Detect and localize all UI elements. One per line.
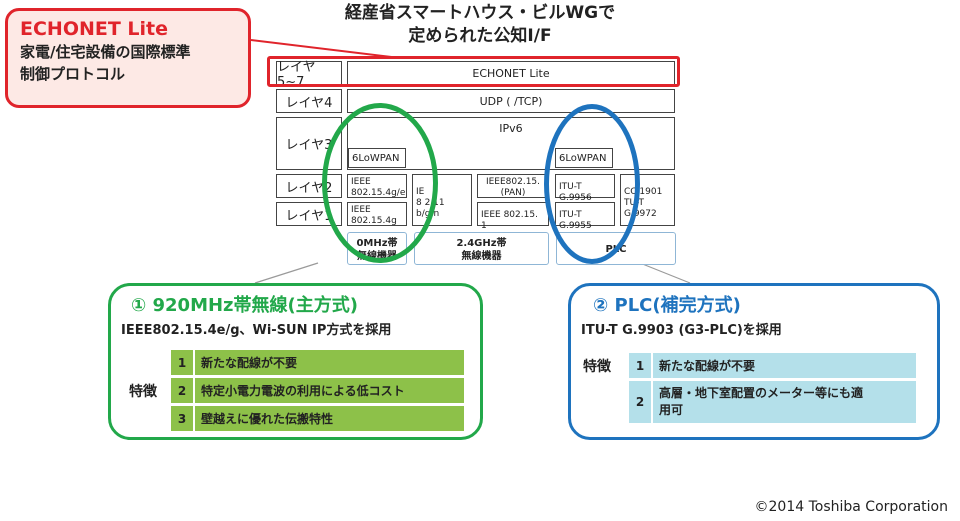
plc-callout-subtitle: ITU-T G.9903 (G3-PLC)を採用 <box>581 323 782 338</box>
920mhz-highlight-ring <box>322 103 438 263</box>
plc-callout-title: ② PLC(補完方式) <box>593 295 741 316</box>
echonet-connector <box>250 39 401 59</box>
920mhz-feature-row: 1 新たな配線が不要 <box>171 350 464 375</box>
echonet-callout-line-2: 制御プロトコル <box>20 65 126 83</box>
green-connector <box>254 262 319 284</box>
plc-feature-row: 2 高層・地下室配置のメーター等にも適 用可 <box>629 381 916 423</box>
echonet-callout-line-1: 家電/住宅設備の国際標準 <box>20 43 191 61</box>
medium-2-4ghz: 2.4GHz帯 無線機器 <box>414 232 549 265</box>
ieee-802-15-1-cell: IEEE 802.15. 1 <box>477 202 549 231</box>
feature-text-line-2: 用可 <box>659 403 684 417</box>
echonet-callout: ECHONET Lite 家電/住宅設備の国際標準 制御プロトコル <box>5 8 251 108</box>
feature-text: 高層・地下室配置のメーター等にも適 用可 <box>653 381 916 423</box>
plc-feature-list: 1 新たな配線が不要 2 高層・地下室配置のメーター等にも適 用可 <box>629 353 916 426</box>
plc-highlight-ring <box>544 104 640 264</box>
920mhz-feature-label: 特徴 <box>129 384 157 400</box>
medium-2-4ghz-line-1: 2.4GHz帯 <box>456 238 507 249</box>
diagram-title: 経産省スマートハウス・ビルWGで 定められた公知I/F <box>300 2 660 48</box>
920mhz-callout-subtitle: IEEE802.15.4e/g、Wi-SUN IP方式を採用 <box>121 323 392 338</box>
feature-number: 1 <box>171 350 193 375</box>
title-line-1: 経産省スマートハウス・ビルWGで <box>344 3 616 23</box>
blue-connector <box>639 262 691 284</box>
echonet-callout-title: ECHONET Lite <box>20 18 169 40</box>
medium-2-4ghz-line-2: 無線機器 <box>461 251 502 262</box>
ipv6-label: IPv6 <box>499 122 523 135</box>
layer-label-4: レイヤ4 <box>276 89 342 113</box>
feature-number: 2 <box>171 378 193 403</box>
plc-callout: ② PLC(補完方式) ITU-T G.9903 (G3-PLC)を採用 特徴 … <box>568 283 940 440</box>
ieee-1901-line-1: CC 1901 <box>624 187 663 197</box>
920mhz-callout: ① 920MHz帯無線(主方式) IEEE802.15.4e/g、Wi-SUN … <box>108 283 483 440</box>
feature-text: 特定小電力電波の利用による低コスト <box>195 378 464 403</box>
title-line-2: 定められた公知I/F <box>408 26 552 46</box>
920mhz-feature-row: 3 壁越えに優れた伝搬特性 <box>171 406 464 431</box>
plc-feature-row: 1 新たな配線が不要 <box>629 353 916 378</box>
feature-text: 新たな配線が不要 <box>653 353 916 378</box>
ieee-802-15-pan-cell: IEEE802.15. (PAN) <box>477 174 549 198</box>
plc-feature-label: 特徴 <box>583 359 611 375</box>
ieee-802-15-pan-line-1: IEEE802.15. <box>485 177 541 187</box>
feature-text-line-1: 高層・地下室配置のメーター等にも適 <box>659 386 864 400</box>
feature-number: 3 <box>171 406 193 431</box>
ieee-802-15-pan-line-2: (PAN) <box>500 188 526 198</box>
920mhz-callout-title: ① 920MHz帯無線(主方式) <box>131 295 358 316</box>
feature-text: 壁越えに優れた伝搬特性 <box>195 406 464 431</box>
copyright-notice: ©2014 Toshiba Corporation <box>754 499 949 515</box>
feature-number: 2 <box>629 381 651 423</box>
920mhz-feature-row: 2 特定小電力電波の利用による低コスト <box>171 378 464 403</box>
feature-text: 新たな配線が不要 <box>195 350 464 375</box>
echonet-highlight-rect <box>267 56 680 87</box>
920mhz-feature-list: 1 新たな配線が不要 2 特定小電力電波の利用による低コスト 3 壁越えに優れた… <box>171 350 464 434</box>
feature-number: 1 <box>629 353 651 378</box>
